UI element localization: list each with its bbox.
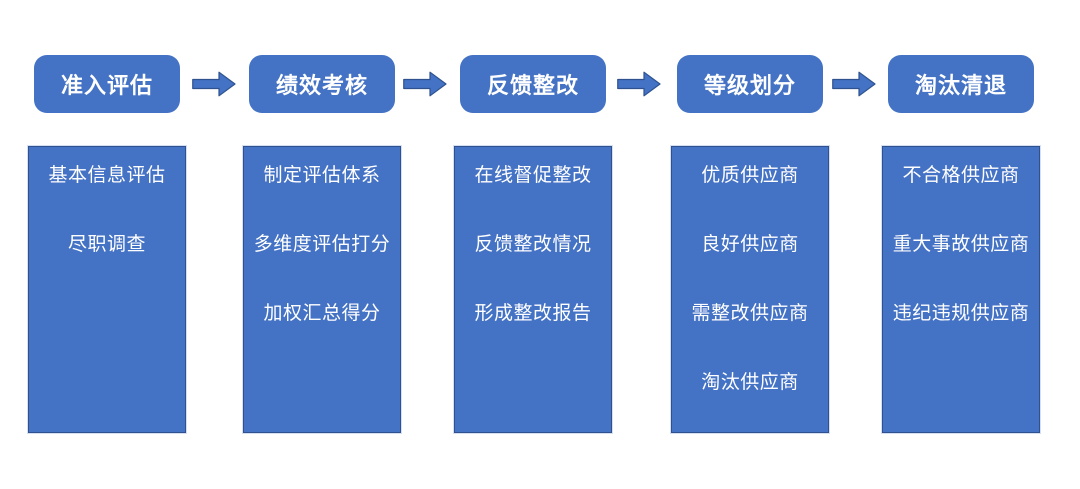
stage-column-3: 反馈整改 在线督促整改 反馈整改情况 形成整改报告 xyxy=(454,0,612,489)
stage-column-4: 等级划分 优质供应商 良好供应商 需整改供应商 淘汰供应商 xyxy=(671,0,829,489)
stage-header-3: 反馈整改 xyxy=(460,55,606,113)
stage-body-2: 制定评估体系 多维度评估打分 加权汇总得分 xyxy=(243,146,401,433)
stage-header-5: 淘汰清退 xyxy=(888,55,1034,113)
stage-item: 需整改供应商 xyxy=(691,303,809,324)
stage-body-4: 优质供应商 良好供应商 需整改供应商 淘汰供应商 xyxy=(671,146,829,433)
stage-item: 良好供应商 xyxy=(701,234,799,255)
stage-item: 不合格供应商 xyxy=(902,165,1020,186)
stage-item: 基本信息评估 xyxy=(48,165,166,186)
stage-item: 制定评估体系 xyxy=(263,165,381,186)
stage-item: 反馈整改情况 xyxy=(474,234,592,255)
stage-item: 尽职调查 xyxy=(67,234,146,255)
stage-item: 优质供应商 xyxy=(701,165,799,186)
stage-column-2: 绩效考核 制定评估体系 多维度评估打分 加权汇总得分 xyxy=(243,0,401,489)
stage-item: 违纪违规供应商 xyxy=(892,303,1030,324)
stage-body-5: 不合格供应商 重大事故供应商 违纪违规供应商 xyxy=(882,146,1040,433)
stage-header-1: 准入评估 xyxy=(34,55,180,113)
stage-column-1: 准入评估 基本信息评估 尽职调查 xyxy=(28,0,186,489)
right-arrow-icon xyxy=(192,71,236,97)
stage-item: 重大事故供应商 xyxy=(892,234,1030,255)
stage-header-2: 绩效考核 xyxy=(249,55,395,113)
stage-item: 加权汇总得分 xyxy=(263,303,381,324)
stage-column-5: 淘汰清退 不合格供应商 重大事故供应商 违纪违规供应商 xyxy=(882,0,1040,489)
stage-item: 在线督促整改 xyxy=(474,165,592,186)
stage-item: 多维度评估打分 xyxy=(253,234,391,255)
stage-body-3: 在线督促整改 反馈整改情况 形成整改报告 xyxy=(454,146,612,433)
stage-header-4: 等级划分 xyxy=(677,55,823,113)
right-arrow-icon xyxy=(403,71,447,97)
stage-item: 淘汰供应商 xyxy=(701,372,799,393)
right-arrow-icon xyxy=(617,71,661,97)
stage-item: 形成整改报告 xyxy=(474,303,592,324)
stage-body-1: 基本信息评估 尽职调查 xyxy=(28,146,186,433)
right-arrow-icon xyxy=(832,71,876,97)
